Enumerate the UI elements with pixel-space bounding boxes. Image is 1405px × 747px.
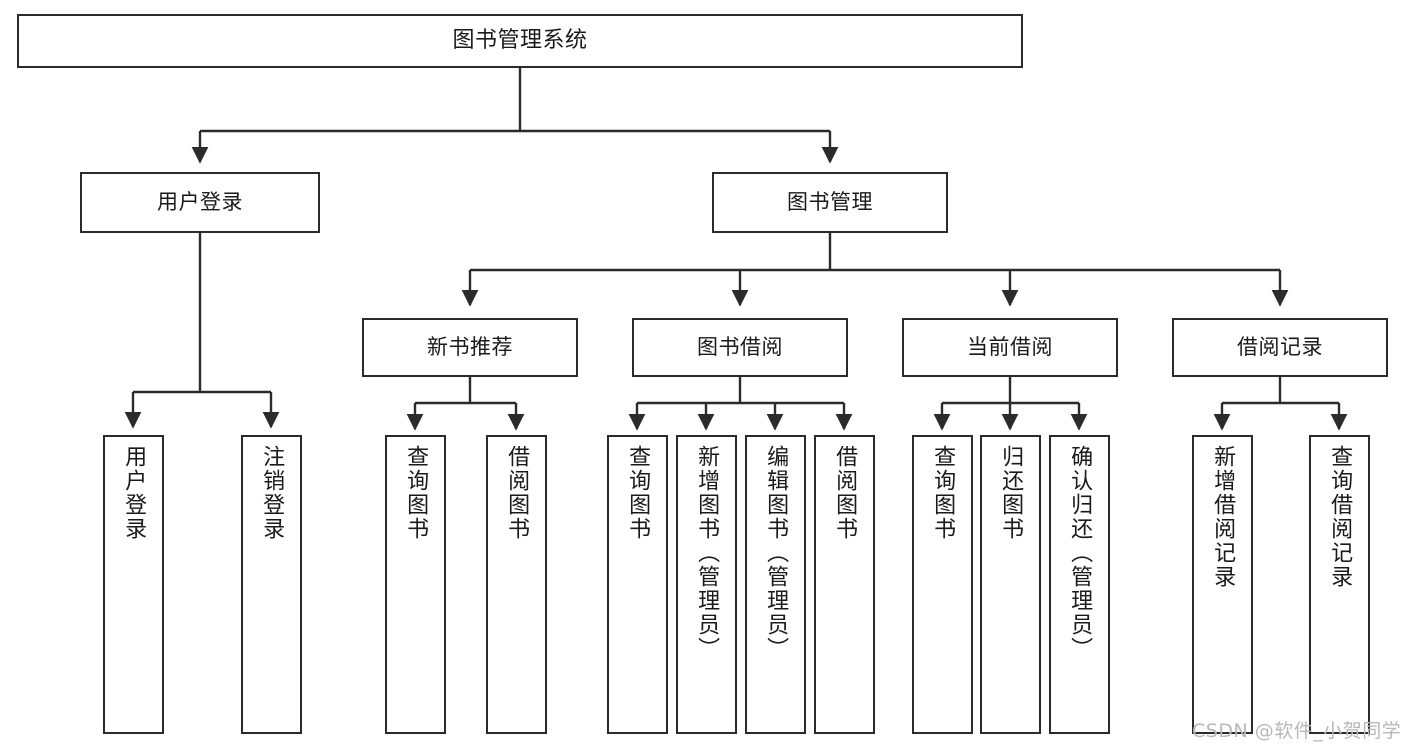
node-borrow-record[interactable]: 借阅记录 (1172, 318, 1388, 377)
node-label: 归还图书 (998, 445, 1024, 541)
node-label: 当前借阅 (967, 334, 1053, 359)
node-label: 注销登录 (259, 445, 285, 541)
node-label: 借阅图书 (504, 445, 530, 541)
leaf-borrow-book[interactable]: 借阅图书 (814, 435, 875, 734)
node-book-management[interactable]: 图书管理 (712, 172, 948, 233)
node-label: 新增图书（管理员） (694, 445, 720, 661)
leaf-edit-book-admin[interactable]: 编辑图书（管理员） (745, 435, 806, 734)
node-label: 查询图书 (625, 445, 651, 541)
node-user-login[interactable]: 用户登录 (80, 172, 320, 233)
leaf-user-login[interactable]: 用户登录 (103, 435, 164, 734)
leaf-add-borrow-record[interactable]: 新增借阅记录 (1192, 435, 1253, 734)
node-new-book-recommend[interactable]: 新书推荐 (362, 318, 578, 377)
node-label: 新增借阅记录 (1210, 445, 1236, 589)
node-label: 编辑图书（管理员） (763, 445, 789, 661)
leaf-query-book-new[interactable]: 查询图书 (385, 435, 446, 734)
leaf-logout[interactable]: 注销登录 (241, 435, 302, 734)
node-label: 查询借阅记录 (1327, 445, 1353, 589)
node-label: 确认归还（管理员） (1067, 445, 1093, 661)
node-label: 图书管理系统 (452, 27, 588, 53)
node-label: 用户登录 (121, 445, 147, 541)
node-label: 用户登录 (157, 189, 243, 214)
node-label: 新书推荐 (427, 334, 513, 359)
leaf-return-book[interactable]: 归还图书 (980, 435, 1041, 734)
node-label: 借阅图书 (832, 445, 858, 541)
node-book-borrow[interactable]: 图书借阅 (632, 318, 848, 377)
leaf-query-book-borrow[interactable]: 查询图书 (607, 435, 668, 734)
leaf-query-borrow-record[interactable]: 查询借阅记录 (1309, 435, 1370, 734)
node-root-system[interactable]: 图书管理系统 (17, 14, 1023, 68)
node-label: 查询图书 (403, 445, 429, 541)
node-label: 借阅记录 (1237, 334, 1323, 359)
node-label: 图书管理 (787, 189, 873, 214)
leaf-confirm-return-admin[interactable]: 确认归还（管理员） (1049, 435, 1110, 734)
leaf-borrow-book-new[interactable]: 借阅图书 (486, 435, 547, 734)
leaf-add-book-admin[interactable]: 新增图书（管理员） (676, 435, 737, 734)
node-label: 图书借阅 (697, 334, 783, 359)
node-label: 查询图书 (930, 445, 956, 541)
watermark-text: CSDN @软件_小贺同学 (1192, 720, 1402, 742)
node-current-borrow[interactable]: 当前借阅 (902, 318, 1118, 377)
leaf-query-book-current[interactable]: 查询图书 (912, 435, 973, 734)
